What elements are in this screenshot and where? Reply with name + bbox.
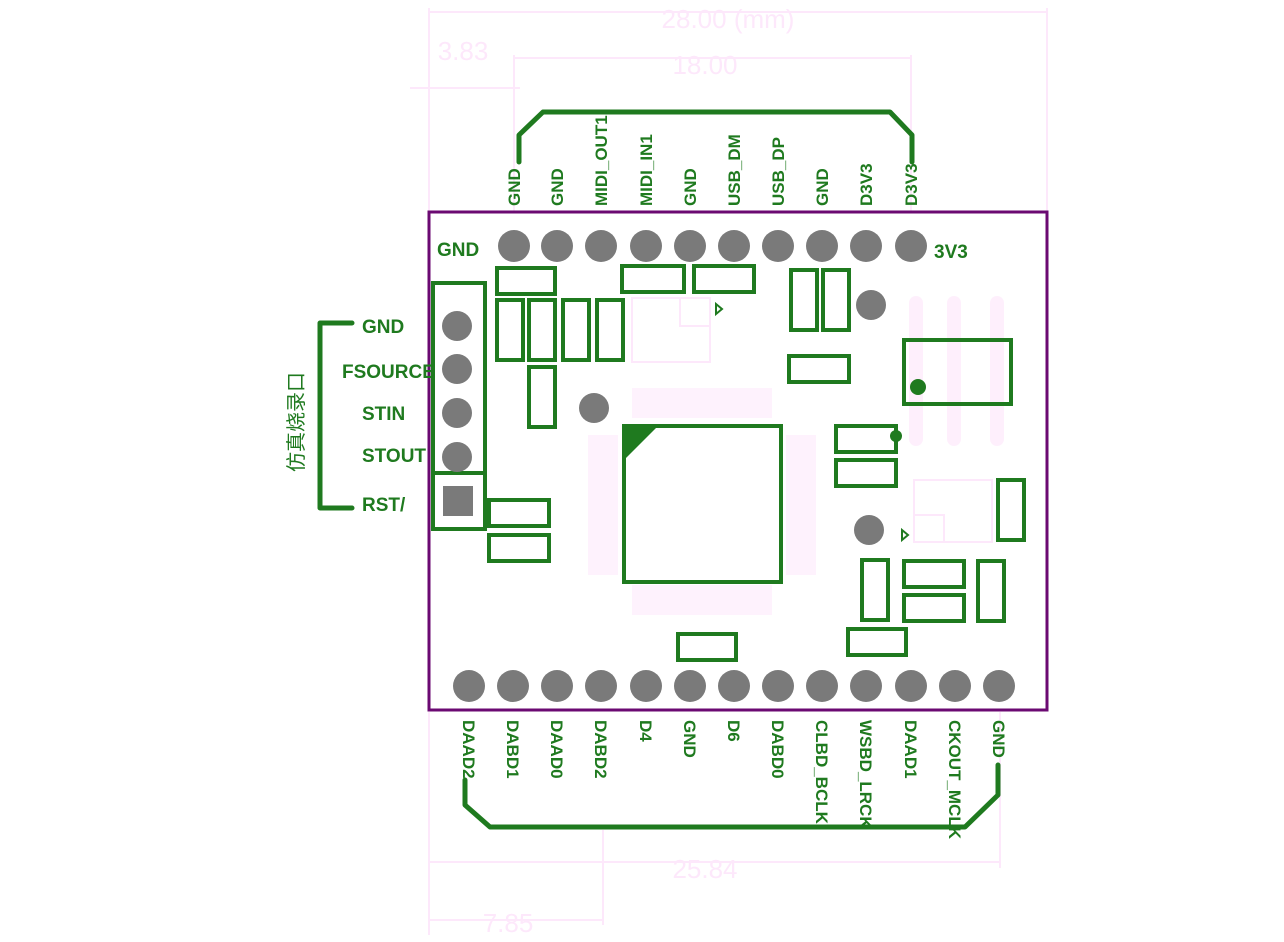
top-pad xyxy=(541,230,573,262)
dim-left-offset: 3.83 xyxy=(438,36,489,66)
bottom-pad xyxy=(585,670,617,702)
mcu-chip xyxy=(622,424,783,584)
v33-corner-label: 3V3 xyxy=(934,242,968,263)
top-pad xyxy=(718,230,750,262)
bottom-pad xyxy=(453,670,485,702)
bottom-pad xyxy=(939,670,971,702)
top-pad xyxy=(806,230,838,262)
top-pin-label: USB_DM xyxy=(725,134,744,206)
bottom-pin-label: DABD2 xyxy=(591,720,610,779)
bottom-pin-label: DABD0 xyxy=(768,720,787,779)
debug-header-pads xyxy=(442,311,472,472)
top-pin-label: MIDI_OUT1 xyxy=(592,115,611,206)
bottom-pad-row xyxy=(453,670,1015,702)
bottom-pin-label: D4 xyxy=(636,720,655,742)
bottom-pad xyxy=(850,670,882,702)
qfp-pin-marks xyxy=(588,296,1004,615)
header-pad xyxy=(442,354,472,384)
bottom-pad xyxy=(762,670,794,702)
top-pin-label: GND xyxy=(681,168,700,206)
top-pin-label: D3V3 xyxy=(902,163,921,206)
bottom-pad xyxy=(983,670,1015,702)
side-pin-label: GND xyxy=(362,317,404,338)
top-pad xyxy=(498,230,530,262)
dim-total-width: 28.00 (mm) xyxy=(662,4,795,34)
bottom-pad xyxy=(541,670,573,702)
bottom-pin-label: GND xyxy=(989,720,1008,758)
bottom-pin-label: CKOUT_MCLK xyxy=(945,720,964,840)
bottom-pad xyxy=(497,670,529,702)
top-pin-label: MIDI_IN1 xyxy=(637,134,656,206)
bottom-pin-label: DABD1 xyxy=(503,720,522,779)
components xyxy=(487,264,1026,662)
board-outline xyxy=(427,210,1049,712)
side-pin-label: FSOURCE xyxy=(342,362,435,383)
top-pin-label: GND xyxy=(505,168,524,206)
side-pin-bracket xyxy=(317,320,355,511)
bottom-pad xyxy=(674,670,706,702)
top-pin-label: USB_DP xyxy=(769,137,788,206)
top-pad xyxy=(895,230,927,262)
bottom-pin-label: WSBD_LRCK xyxy=(856,720,875,829)
side-group-label: 仿真烧录口 xyxy=(284,372,308,472)
dim-top-pin-span: 18.00 xyxy=(672,50,737,80)
top-pin-label: D3V3 xyxy=(857,163,876,206)
bottom-pad xyxy=(895,670,927,702)
top-pad xyxy=(674,230,706,262)
side-pin-label: STOUT xyxy=(362,446,426,467)
dim-bottom-pin-span: 25.84 xyxy=(672,854,737,884)
bottom-pin-label: DAAD0 xyxy=(547,720,566,779)
top-pin-labels: GND GND MIDI_OUT1 MIDI_IN1 GND USB_DM USB_DP GN… xyxy=(505,115,921,206)
bottom-pin-label: GND xyxy=(680,720,699,758)
bottom-pin-bracket xyxy=(462,762,1001,830)
top-pad xyxy=(585,230,617,262)
side-pin-labels: GND FSOURCE STIN STOUT RST/ xyxy=(342,317,435,516)
side-pin-label: RST/ xyxy=(362,495,406,516)
top-pin-label: GND xyxy=(813,168,832,206)
header-pad xyxy=(442,398,472,428)
side-pin-label: STIN xyxy=(362,404,405,425)
header-pad xyxy=(442,442,472,472)
test-points xyxy=(579,290,886,545)
bottom-pin-labels: DAAD2 DABD1 DAAD0 DABD2 D4 GND D6 DABD0 CLBD_BCL… xyxy=(459,720,1008,840)
bottom-pin-label: DAAD2 xyxy=(459,720,478,779)
dim-bottom-left-offset: 7.85 xyxy=(483,908,534,938)
bottom-pad xyxy=(806,670,838,702)
bottom-pin-label: CLBD_BCLK xyxy=(812,720,831,825)
top-pad xyxy=(762,230,794,262)
top-pad xyxy=(850,230,882,262)
top-pad-row xyxy=(498,230,927,262)
bottom-pin-label: DAAD1 xyxy=(901,720,920,779)
top-pad xyxy=(630,230,662,262)
top-pin-label: GND xyxy=(548,168,567,206)
debug-header xyxy=(431,281,487,531)
small-ic-footprints xyxy=(631,297,993,543)
top-pin-bracket xyxy=(516,109,915,165)
header-pad xyxy=(442,311,472,341)
bottom-pin-label: D6 xyxy=(724,720,743,742)
bottom-pad xyxy=(630,670,662,702)
gnd-corner-label: GND xyxy=(437,240,479,261)
bottom-pad xyxy=(718,670,750,702)
